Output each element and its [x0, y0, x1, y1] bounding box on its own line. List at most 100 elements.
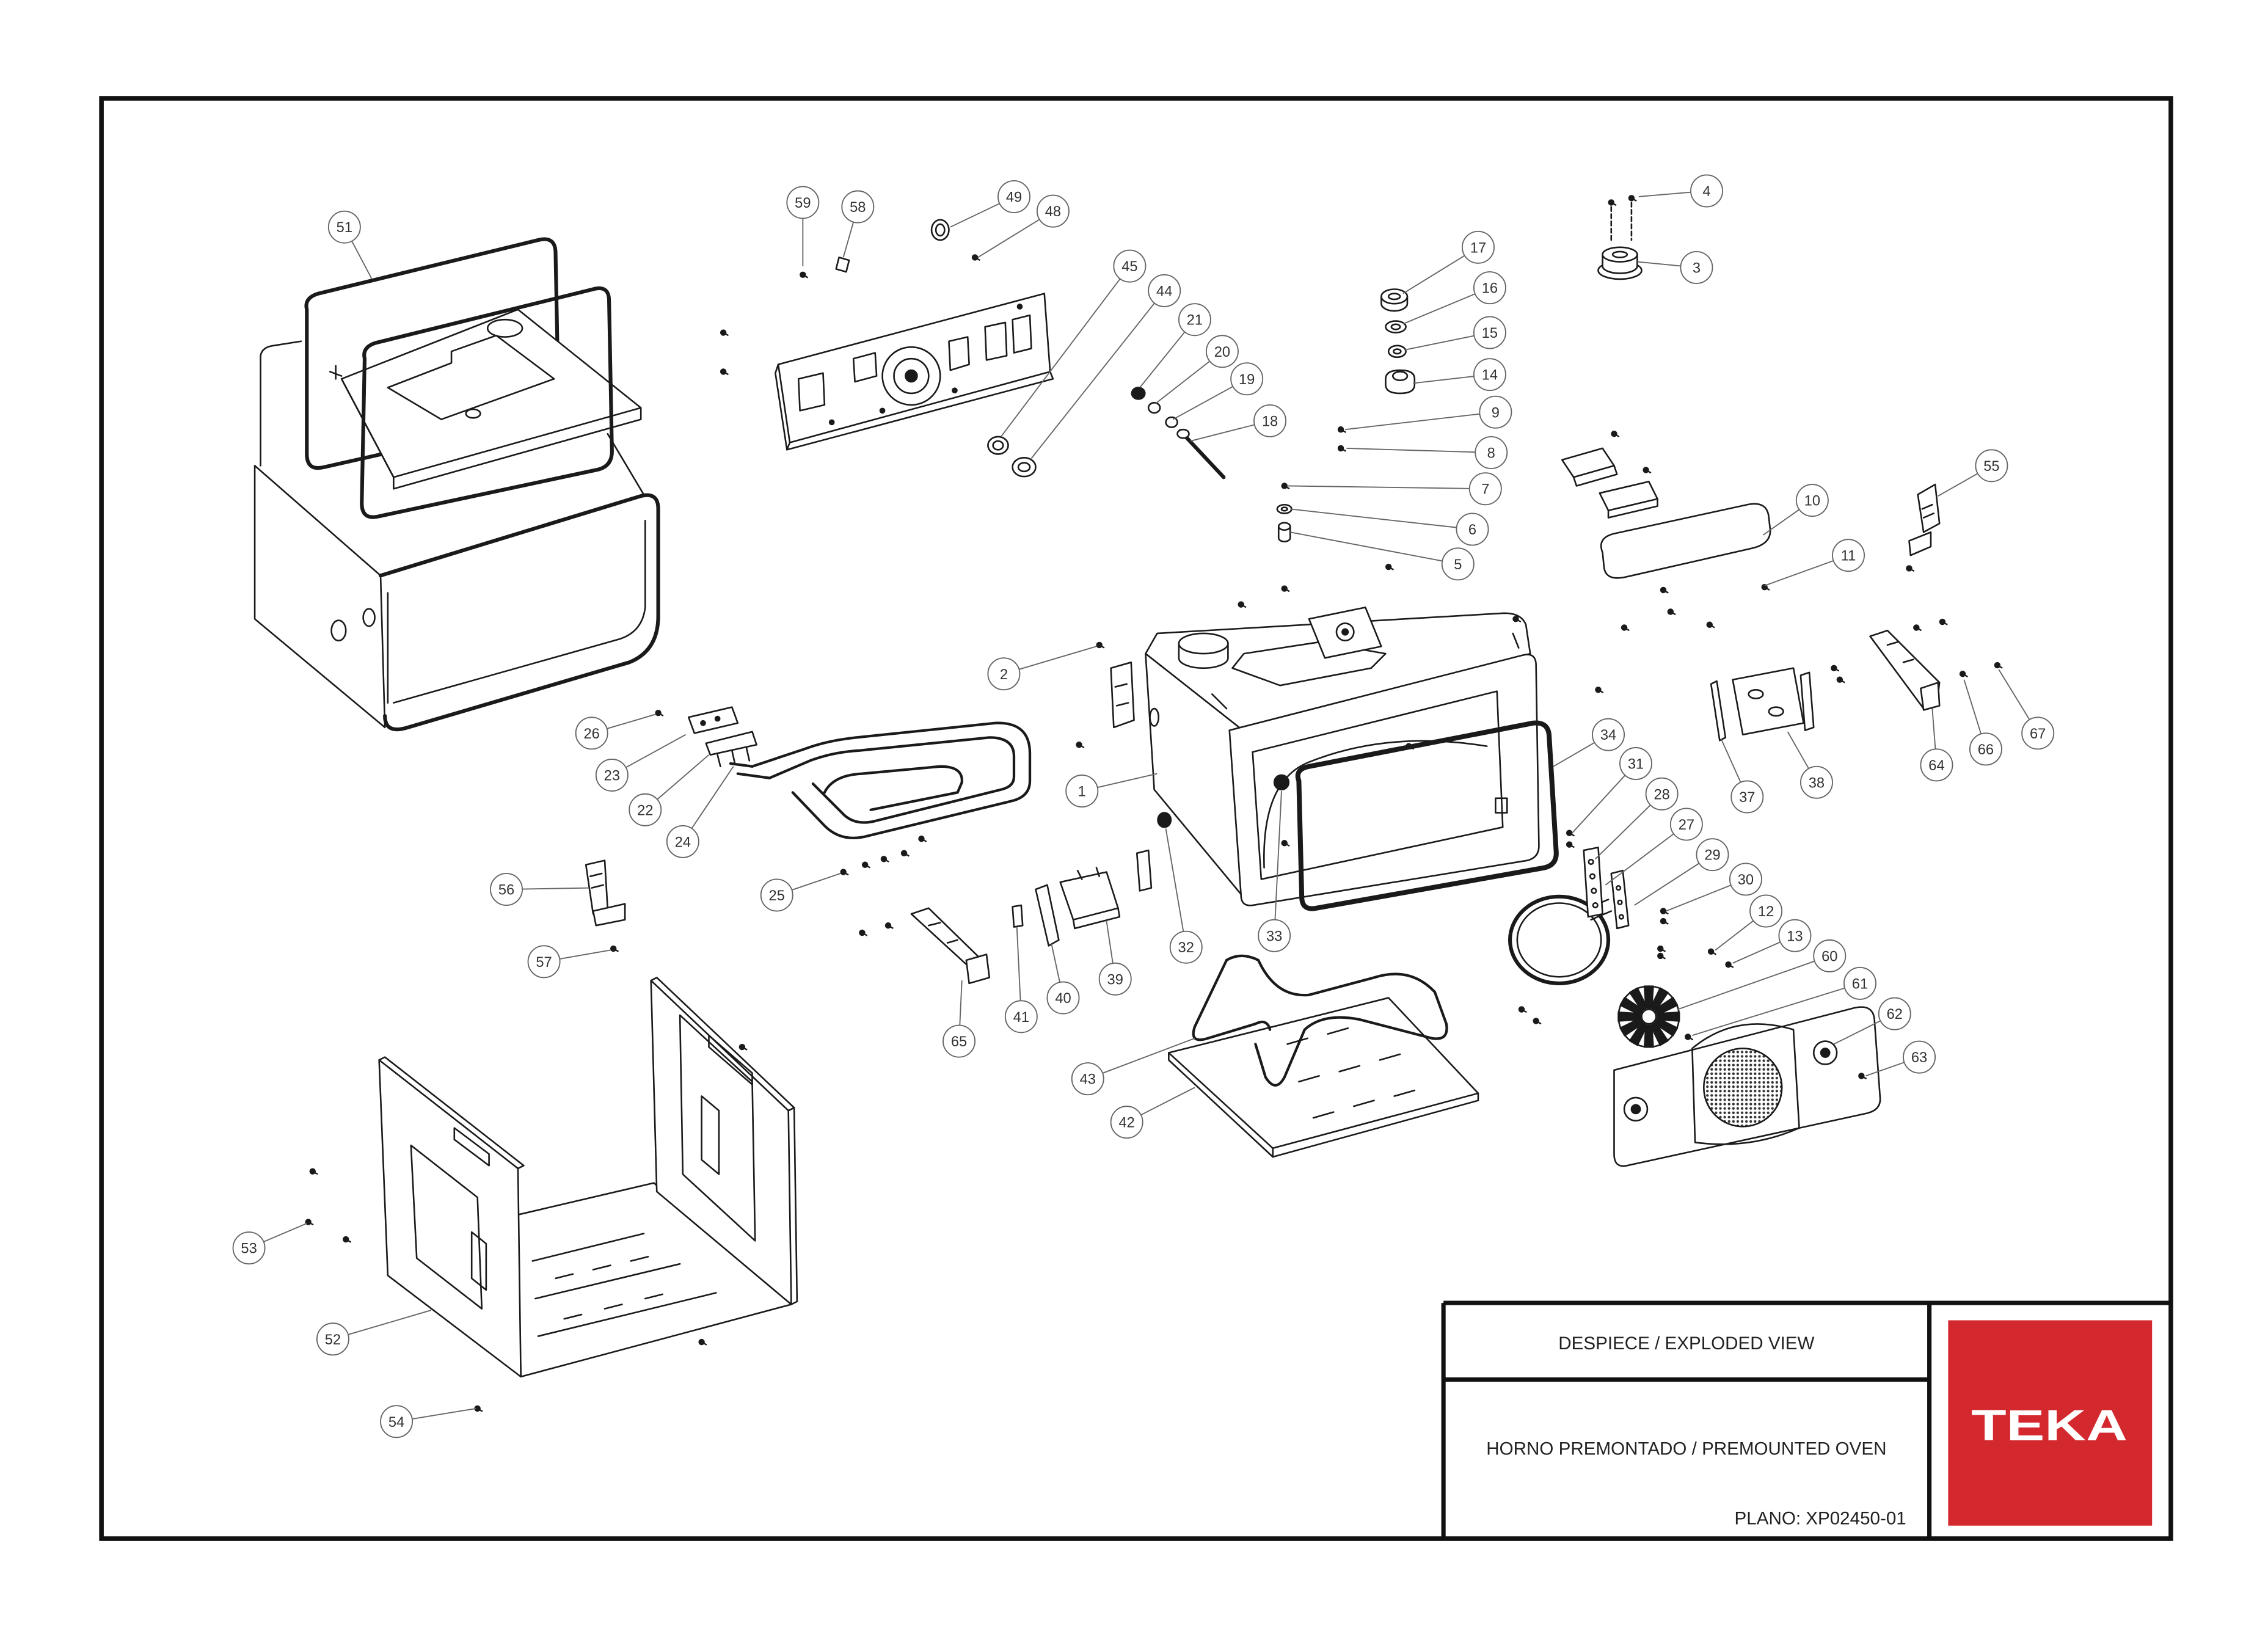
screw [1281, 840, 1290, 847]
support-strip [1710, 680, 1727, 742]
balloon-circle [1258, 919, 1291, 952]
callout-balloon: 9 [1345, 395, 1512, 431]
balloon-circle [1975, 449, 2008, 483]
callout-number: 29 [1704, 848, 1720, 864]
callout-balloon: 11 [1764, 539, 1865, 586]
leader-line [560, 949, 611, 960]
balloon-circle [1729, 862, 1762, 896]
callout-balloon: 34 [1553, 718, 1625, 767]
screw [1660, 908, 1669, 915]
screw [800, 271, 809, 279]
balloon-circle [1920, 748, 1953, 782]
callout-balloon: 8 [1346, 436, 1508, 470]
balloon-circle [1619, 747, 1653, 781]
balloon-circle [1680, 250, 1713, 284]
callout-number: 66 [1978, 742, 1994, 758]
knob-bushing-large [1012, 457, 1037, 478]
callout-number: 16 [1482, 281, 1498, 297]
balloon-circle [1473, 316, 1506, 349]
screw [343, 1236, 352, 1243]
balloon-circle [1205, 335, 1239, 368]
screw [1512, 616, 1522, 623]
screw [1611, 431, 1620, 438]
door-switch [1136, 849, 1153, 892]
callout-balloon: 52 [316, 1310, 432, 1356]
callout-number: 32 [1178, 940, 1194, 956]
callout-balloon: 26 [575, 713, 656, 750]
callout-balloon: 62 [1833, 997, 1911, 1045]
balloon-circle [1749, 894, 1783, 928]
callout-number: 3 [1693, 261, 1701, 277]
screw [1831, 665, 1840, 672]
screw [655, 709, 664, 716]
balloon-circle [1036, 194, 1070, 228]
screw [1913, 624, 1922, 632]
callout-number: 18 [1262, 414, 1278, 429]
door-hinge-receiver [585, 859, 626, 927]
callout-number: 41 [1013, 1010, 1029, 1026]
callout-balloon: 65 [943, 980, 976, 1058]
leader-line [1637, 261, 1681, 267]
callout-number: 56 [498, 883, 514, 899]
screw [1621, 624, 1630, 632]
leader-line [1720, 738, 1741, 783]
balloon-circle [380, 1405, 414, 1438]
callout-balloon: 38 [1787, 731, 1833, 799]
fan-back-cover [1613, 1006, 1881, 1167]
switch-nut [1131, 387, 1146, 400]
callout-number: 31 [1628, 757, 1644, 773]
leader-line [1762, 509, 1800, 536]
leader-line [1764, 560, 1834, 586]
screw [1566, 829, 1575, 837]
callout-balloon: 12 [1715, 894, 1783, 951]
callout-number: 62 [1887, 1007, 1903, 1023]
callout-balloon: 44 [1030, 274, 1181, 459]
screw [474, 1405, 483, 1412]
screw [1608, 199, 1617, 206]
balloon-circle [1110, 1106, 1143, 1139]
leader-line [842, 222, 855, 258]
drawing-description: HORNO PREMONTADO / PREMOUNTED OVEN [1486, 1439, 1886, 1459]
callout-number: 6 [1468, 522, 1476, 538]
leader-line [1413, 376, 1475, 384]
lamp-bracket [1035, 884, 1060, 947]
callout-balloon: 54 [380, 1405, 476, 1438]
oven-lamp [1273, 774, 1290, 790]
leader-line [348, 1310, 432, 1335]
callout-balloon: 30 [1666, 862, 1762, 912]
balloon-circle [1169, 930, 1203, 964]
callout-number: 48 [1045, 204, 1061, 220]
screw [1685, 1034, 1694, 1041]
drawing-number: PLANO: XP02450-01 [1735, 1508, 1906, 1528]
screw [1643, 467, 1652, 474]
cavity-side-bracket [1110, 662, 1135, 729]
leader-line [607, 713, 656, 729]
balloon-circle [1253, 404, 1287, 437]
leader-line [950, 203, 1000, 228]
screw [1660, 586, 1669, 594]
screw [309, 1168, 318, 1175]
leader-line [1963, 679, 1982, 734]
callout-balloon: 48 [977, 194, 1070, 258]
leader-line [691, 766, 734, 829]
callout-number: 5 [1454, 557, 1462, 573]
leader-line [263, 1223, 307, 1242]
leader-line [522, 887, 589, 890]
screw [1238, 601, 1247, 608]
callout-number: 40 [1055, 991, 1071, 1007]
callout-balloon: 49 [950, 180, 1030, 228]
screw [1906, 565, 1915, 572]
element-mounting-strip [1583, 847, 1603, 918]
callout-number: 7 [1481, 482, 1489, 498]
balloon-circle [1903, 1040, 1936, 1074]
screw [1959, 671, 1968, 678]
balloon-circle [1098, 962, 1132, 996]
screw [1707, 948, 1717, 955]
screw [1628, 195, 1637, 202]
callout-number: 44 [1156, 283, 1172, 299]
screw [698, 1338, 707, 1346]
balloon-circle [629, 793, 662, 826]
balloon-circle [1645, 777, 1679, 811]
leader-line [1155, 360, 1210, 404]
screw [1281, 483, 1290, 490]
